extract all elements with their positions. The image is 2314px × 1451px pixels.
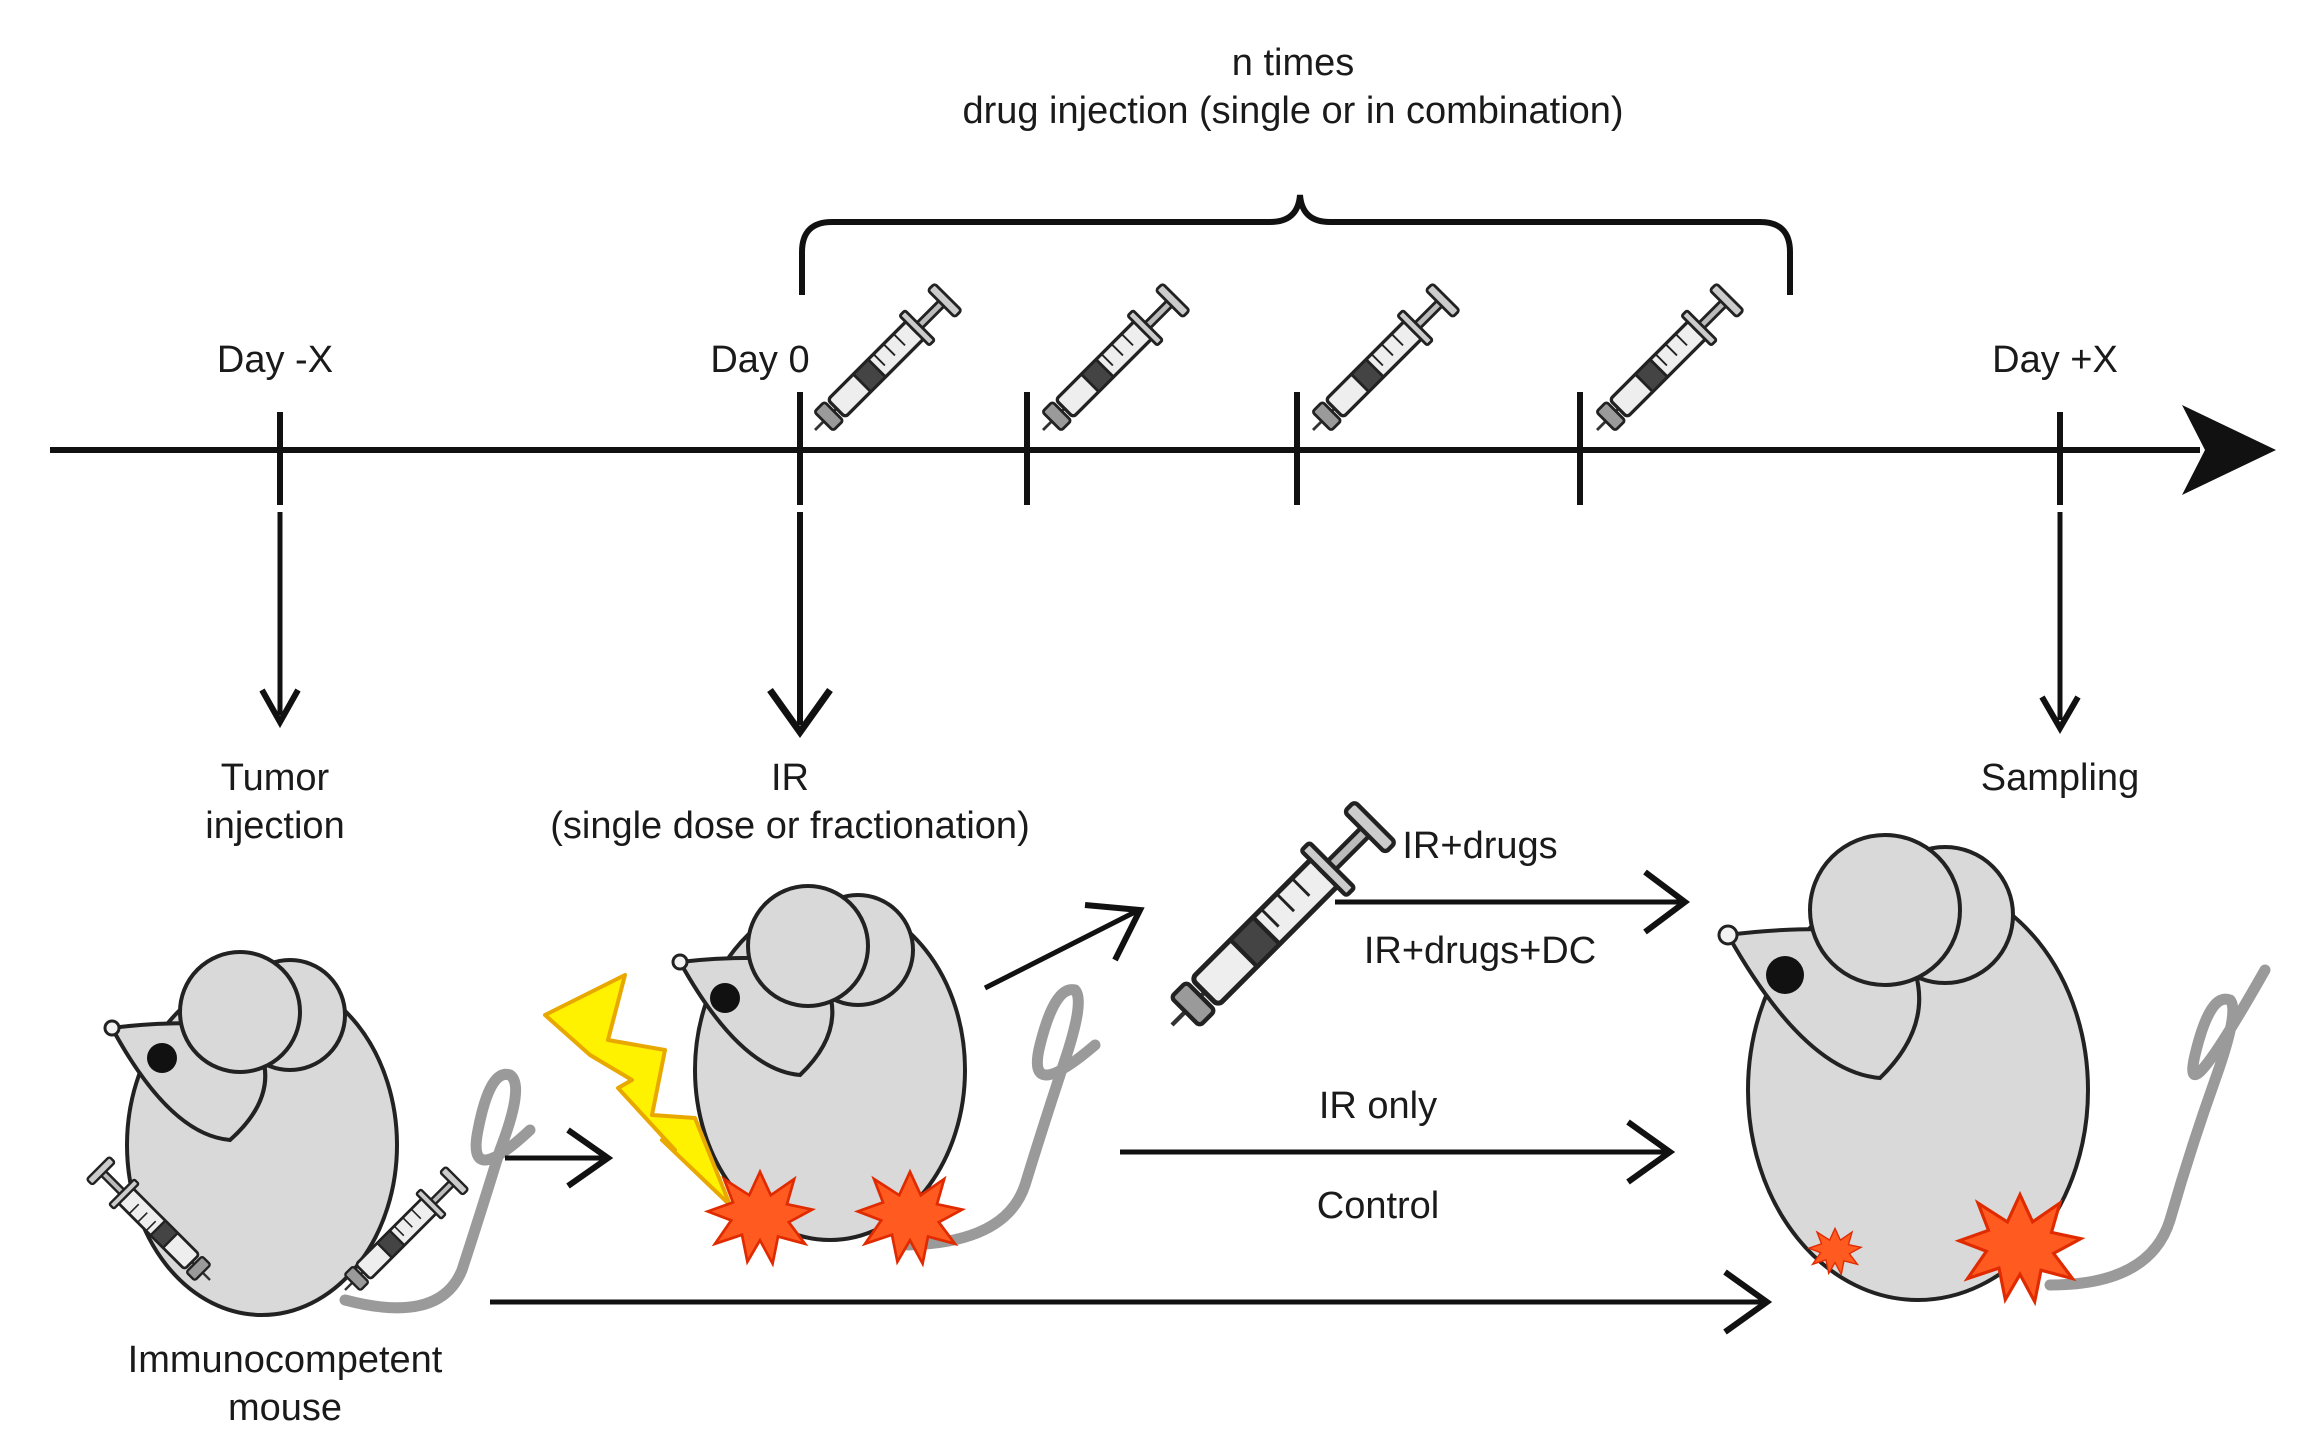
- arrowhead-icon: [767, 687, 833, 739]
- mouse-tail: [2044, 964, 2271, 1291]
- mouse-irradiated: [543, 884, 1101, 1265]
- syringe-icon: [1594, 280, 1747, 433]
- label-day-start: Day -X: [217, 339, 333, 381]
- drug-injection-label: drug injection (single or in combination…: [962, 90, 1623, 132]
- curly-brace: [799, 194, 1793, 295]
- mouse-tail: [339, 1068, 536, 1314]
- arrow-to-irradiated: [505, 1127, 614, 1189]
- mouse-caption-line1: Immunocompetent: [128, 1339, 443, 1381]
- timeline: Day -X Day 0 Day +X: [50, 339, 2276, 505]
- mouse-caption-line2: mouse: [228, 1387, 342, 1429]
- arrowhead-icon: [1643, 869, 1690, 935]
- syringe-icon: [1040, 280, 1193, 433]
- mouse-nose: [1717, 924, 1739, 946]
- mouse-eye: [147, 1043, 177, 1073]
- mouse-ear: [746, 884, 870, 1008]
- group-ir-drugs: IR+drugs: [1402, 825, 1557, 867]
- arrowhead-icon: [2039, 695, 2081, 734]
- mouse-immunocompetent: [84, 950, 536, 1317]
- mouse-eye: [1766, 956, 1804, 994]
- drug-injection-brace: n times drug injection (single or in com…: [799, 42, 1793, 295]
- group-ir-drugs-dc: IR+drugs+DC: [1364, 930, 1596, 972]
- repeat-label: n times: [1232, 42, 1354, 84]
- mouse-ear: [1808, 833, 1962, 987]
- ir-label-line2: (single dose or fractionation): [550, 805, 1029, 847]
- tumor-label-line1: Tumor: [221, 757, 330, 799]
- group-ir-only: IR only: [1319, 1085, 1437, 1127]
- timeline-syringes: [812, 280, 1747, 433]
- sampling-label: Sampling: [1981, 757, 2139, 799]
- mouse-ear: [178, 950, 302, 1074]
- label-day-zero: Day 0: [710, 339, 809, 381]
- arrowhead-icon: [259, 688, 301, 729]
- group-arrows: IR+drugs IR+drugs+DC IR only Control: [490, 825, 1773, 1335]
- tumor-label-line2: injection: [205, 805, 344, 847]
- label-day-end: Day +X: [1992, 339, 2118, 381]
- ir-label-line1: IR: [771, 757, 809, 799]
- arrowhead-icon: [1723, 1269, 1773, 1335]
- mouse-sampled: [1717, 833, 2271, 1304]
- syringe-icon: [1171, 799, 1398, 1026]
- mouse-tail: [894, 984, 1101, 1251]
- mouse-eye: [710, 983, 740, 1013]
- arrowhead-icon: [1626, 1119, 1676, 1185]
- syringe-icon: [812, 280, 965, 433]
- group-control: Control: [1317, 1185, 1440, 1227]
- arrow-to-drugs: [983, 902, 1145, 991]
- step-labels: Tumor injection IR (single dose or fract…: [128, 757, 2140, 1429]
- mouse-nose: [671, 953, 689, 971]
- step-arrows: [259, 512, 2081, 739]
- syringe-icon: [1310, 280, 1463, 433]
- timeline-arrowhead: [2182, 405, 2276, 495]
- mouse-nose: [103, 1019, 121, 1037]
